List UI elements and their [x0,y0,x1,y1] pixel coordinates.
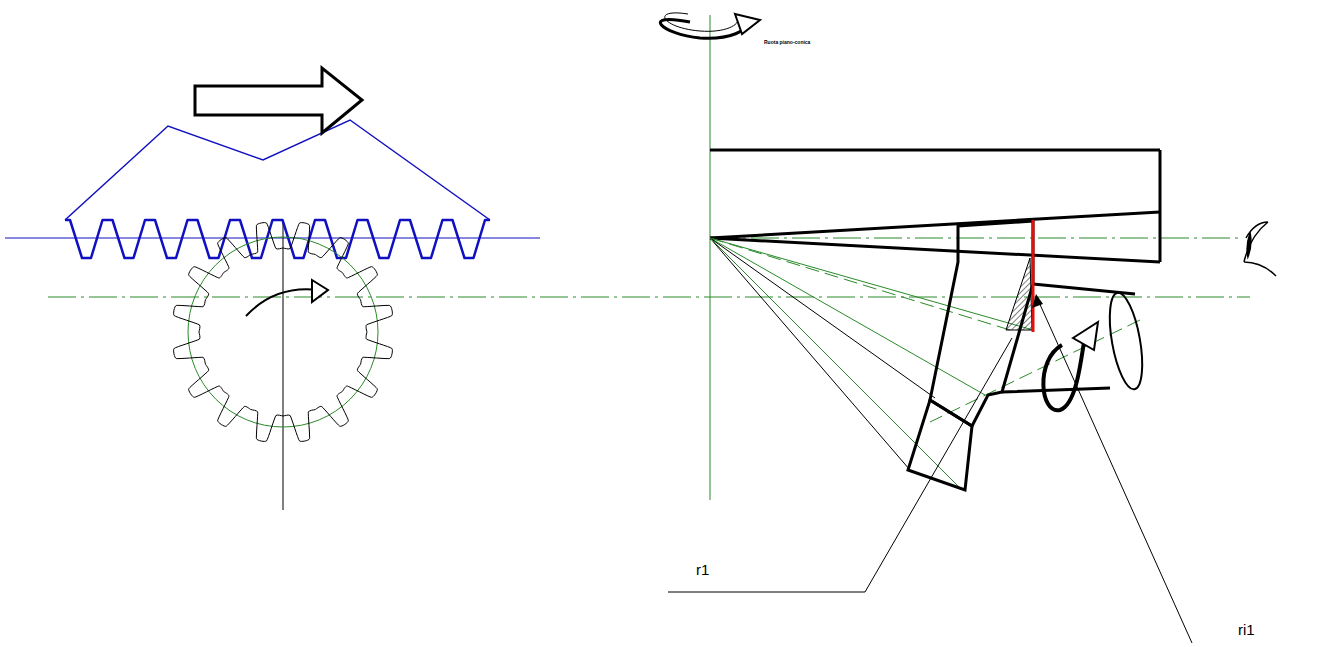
spur-gear [174,223,393,442]
crown-gear [1159,150,1162,262]
rotation-arrow [665,13,738,31]
pitch-circle [188,237,378,427]
hatched-section [1006,258,1032,330]
spur-gear [174,223,393,442]
rack-outline [65,120,490,220]
cone-line [710,238,960,488]
rotation-arrow [1073,322,1098,350]
axis-line [710,15,711,500]
axis-line [283,222,284,510]
part-label: r1 [696,562,709,577]
reference-line [1032,220,1035,332]
crown-gear [710,149,1160,152]
eye-symbol [1247,234,1250,256]
rotation-arrow [1043,335,1085,410]
rack-teeth [65,220,490,258]
cone-line [710,238,1033,330]
part-label: ri1 [1238,622,1255,637]
rack-teeth [65,220,490,258]
leader-arrow [1032,294,1043,308]
center-line [48,297,1250,298]
cone-line [710,238,910,470]
pinion-shaft [1104,290,1149,391]
rotation-arrow [660,19,745,38]
rotation-arrow [312,280,328,302]
rotation-arrow [246,289,318,316]
rotation-arrow [735,14,760,34]
bevel-pinion-tooth [908,400,972,490]
crown-gear [710,212,1160,238]
cone-line [710,238,985,395]
leader-line [668,338,1012,592]
eye-symbol [1244,222,1276,276]
cone-line [710,238,935,398]
motion-arrow [195,68,362,133]
bevel-pinion [930,221,1033,426]
cone-line [710,238,1010,330]
pinion-axis [930,320,1140,422]
title-note: Ruota piano-conica [764,40,810,45]
leader-line [1038,300,1192,643]
